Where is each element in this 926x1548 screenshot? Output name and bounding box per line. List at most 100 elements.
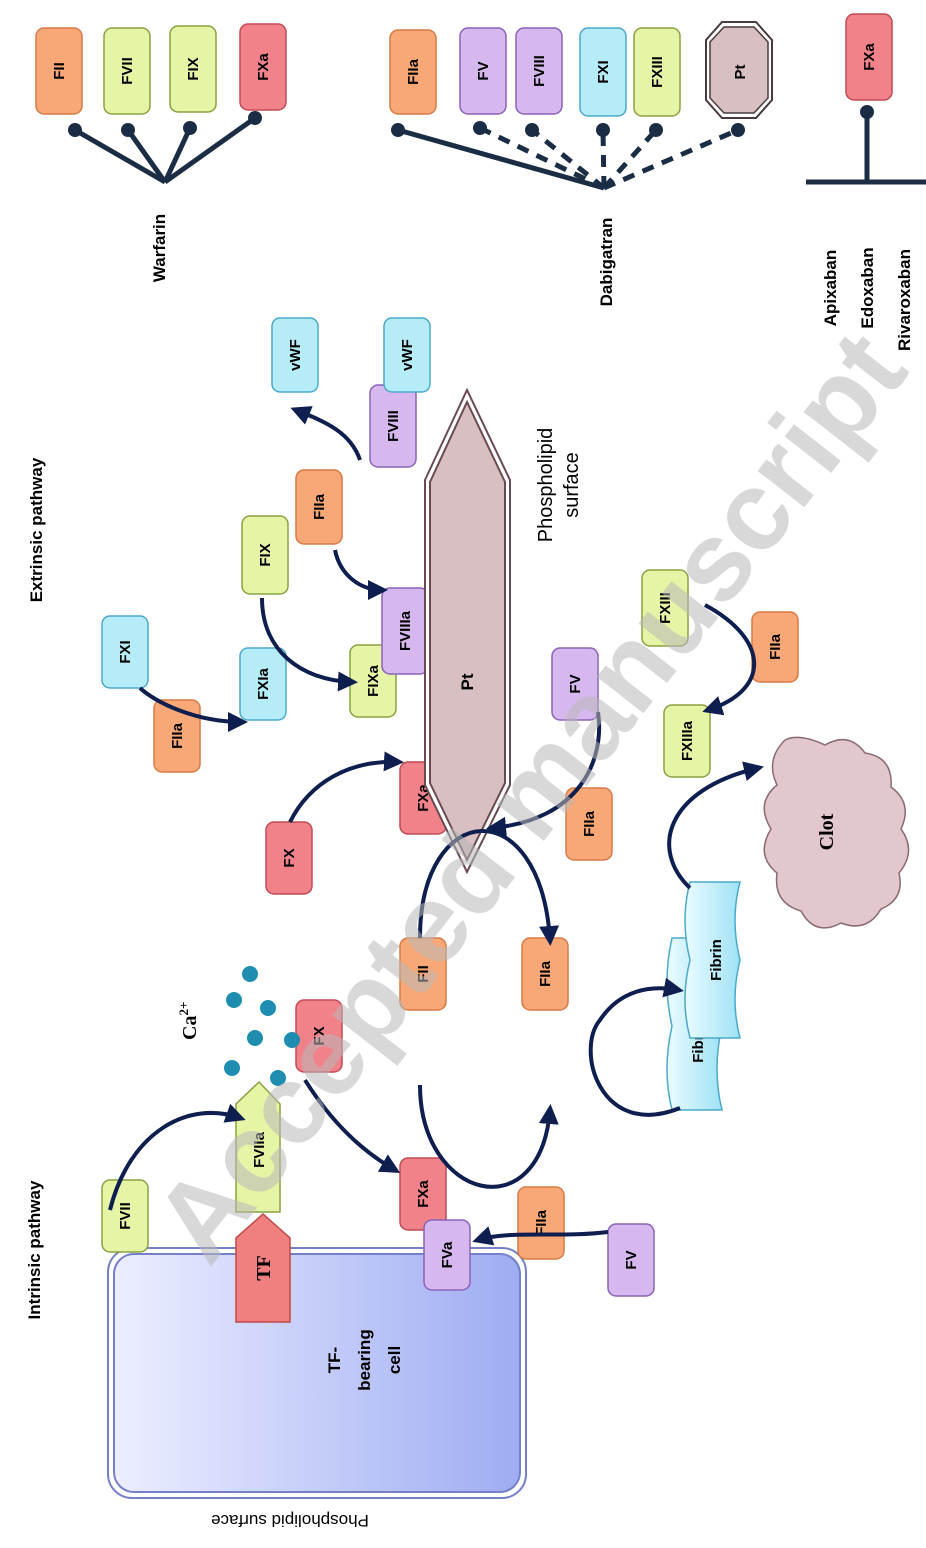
factor-label: FV: [475, 61, 492, 80]
factor-box-bg: [607, 1223, 655, 1297]
ca-dot: [270, 1070, 286, 1086]
tf-cell-label-3: cell: [385, 1346, 404, 1374]
phospholipid-surface-right-line1: Phospholipid: [535, 428, 557, 543]
factor-label: FIIa: [169, 722, 186, 748]
factor-label: FXI: [117, 640, 134, 663]
factor-box-d-fxi: FXI: [579, 27, 627, 117]
phospholipid-surface-right-line2: surface: [561, 452, 583, 518]
arrow-fii-fiia-left: [418, 1084, 559, 1189]
factor-box-bg: [383, 317, 431, 393]
xa-inhibitor-dot: [860, 105, 874, 119]
factor-box-bg: [239, 23, 287, 111]
dabigatran-line-fviii: [530, 128, 606, 190]
fviia-label: FVIIa: [251, 1131, 268, 1168]
factor-label: FXIII: [649, 56, 666, 88]
tf-marker: TF: [235, 1212, 291, 1323]
factor-box-fiia-4: FIIa: [751, 611, 799, 683]
arrow-fix-fixa: [260, 597, 358, 692]
factor-box-x-fxa: FXa: [845, 13, 893, 101]
factor-label: FXIa: [255, 668, 272, 700]
edoxaban-label: Edoxaban: [858, 247, 877, 328]
factor-box-bg: [633, 27, 681, 117]
pt-label: Pt: [458, 673, 477, 690]
arrow-fiia-fviiia: [333, 549, 388, 600]
dabigatran-line-fiia: [397, 127, 605, 191]
factor-box-bg: [515, 27, 563, 115]
factor-box-bg: [35, 27, 83, 115]
tf-bearing-cell: TF- bearing cell: [107, 1247, 527, 1499]
ca-dot: [242, 966, 258, 982]
dabigatran-dot: [525, 123, 539, 137]
factor-box-bg: [423, 1219, 471, 1291]
factor-label: FV: [623, 1250, 640, 1269]
apixaban-label: Apixaban: [821, 250, 840, 327]
factor-box-fx-2: FX: [265, 821, 313, 895]
dabigatran-dot: [596, 123, 610, 137]
factor-box-bg: [459, 27, 507, 115]
factor-box-bg: [271, 317, 319, 393]
dabigatran-dot: [649, 123, 663, 137]
factor-label: FXa: [861, 43, 878, 71]
warfarin-line-fxa: [163, 115, 257, 185]
warfarin-dot: [68, 123, 82, 137]
arrow-fx-fxa-right: [288, 751, 404, 823]
clot-cloud: Clot: [763, 736, 910, 929]
dabigatran-line-pt: [603, 127, 739, 191]
factor-box-d-fiia: FIIa: [389, 29, 437, 115]
factor-box-bg: [169, 25, 217, 113]
factor-label: FIXa: [365, 665, 382, 697]
ca-dot: [224, 1060, 240, 1076]
factor-label: FIIa: [311, 493, 328, 519]
arrow-fxi-fxia: [138, 686, 248, 732]
factor-label: FIX: [257, 543, 274, 566]
arrow-fv-fva-left: [472, 1226, 609, 1246]
calcium-text: Ca: [179, 1016, 201, 1040]
factor-label: FII: [51, 62, 68, 80]
factor-box-bg: [265, 821, 313, 895]
factor-label: vWF: [287, 339, 304, 371]
warfarin-dot: [248, 111, 262, 125]
factor-box-fiia-2: FIIa: [521, 937, 569, 1011]
arrow-fv-fva-right: [486, 711, 602, 837]
platelet-shape: Pt: [424, 387, 511, 875]
factor-box-fxiiia: FXIIIa: [663, 704, 711, 778]
dabigatran-dot: [391, 123, 405, 137]
factor-box-fiia-1: FIIa: [517, 1186, 565, 1260]
factor-box-w-fii: FII: [35, 27, 83, 115]
factor-box-bg: [551, 647, 599, 721]
factor-label: FXa: [255, 53, 272, 81]
factor-box-bg: [389, 29, 437, 115]
factor-label: vWF: [399, 339, 416, 371]
calcium-superscript: 2+: [176, 1002, 191, 1016]
clot-label: Clot: [816, 813, 838, 850]
factor-box-fiia-3: FIIa: [565, 787, 613, 861]
ca-dot: [226, 992, 242, 1008]
factor-box-vwf-1: vWF: [271, 317, 319, 393]
arrow-fx-fxa-left: [303, 1078, 401, 1173]
fibrin-shape: Fibrin: [684, 881, 741, 1039]
pathway-arrows: [108, 406, 764, 1246]
factor-label: FXI: [595, 60, 612, 83]
factor-box-bg: [295, 469, 343, 545]
factor-box-w-fix: FIX: [169, 25, 217, 113]
factor-box-fiia-6: FIIa: [295, 469, 343, 545]
factor-box-fviiia: FVIIIa: [381, 587, 429, 675]
factor-box-fva-1: FVa: [423, 1219, 471, 1291]
factor-box-fv-1: FV: [607, 1223, 655, 1297]
factor-label: FVIII: [531, 55, 548, 87]
factor-box-bg: [845, 13, 893, 101]
factor-box-vwf-2: vWF: [383, 317, 431, 393]
factor-label: FII: [415, 965, 432, 983]
xa-inhibitors: Apixaban Edoxaban Rivaroxaban: [806, 105, 926, 351]
tf-label: TF: [253, 1255, 275, 1281]
factor-box-bg: [153, 699, 201, 773]
extrinsic-pathway-label: Extrinsic pathway: [27, 457, 46, 602]
factor-box-bg: [239, 647, 287, 721]
factor-label: FIIa: [405, 58, 422, 84]
factor-box-d-fxiii: FXIII: [633, 27, 681, 117]
factor-label: FVa: [439, 1241, 456, 1268]
arrow-fxiii-fxiiia: [702, 603, 757, 716]
factor-label: FIX: [185, 57, 202, 80]
dabigatran-dot: [731, 123, 745, 137]
